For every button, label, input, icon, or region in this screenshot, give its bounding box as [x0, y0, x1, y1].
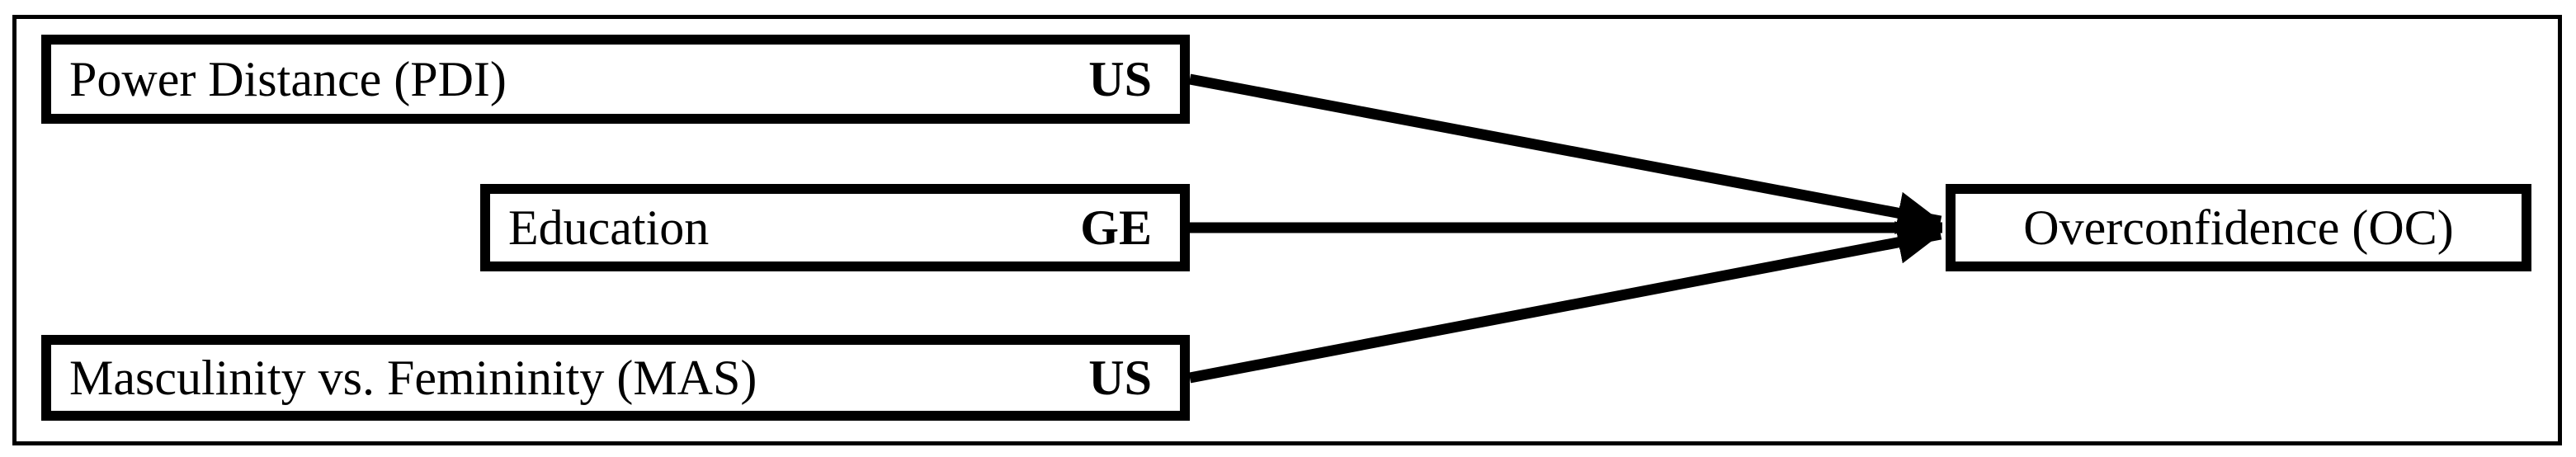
node-power-distance: Power Distance (PDI) US	[41, 35, 1190, 124]
node-power-distance-tag: US	[1088, 52, 1152, 106]
node-overconfidence: Overconfidence (OC)	[1946, 184, 2531, 271]
node-masculinity-label: Masculinity vs. Femininity (MAS)	[69, 351, 757, 405]
node-masculinity: Masculinity vs. Femininity (MAS) US	[41, 335, 1190, 421]
node-education-label: Education	[508, 200, 710, 255]
node-masculinity-tag: US	[1088, 351, 1152, 405]
node-power-distance-label: Power Distance (PDI)	[69, 52, 507, 106]
node-overconfidence-label: Overconfidence (OC)	[2023, 200, 2454, 255]
node-education: Education GE	[480, 184, 1190, 271]
node-education-tag: GE	[1080, 200, 1152, 255]
